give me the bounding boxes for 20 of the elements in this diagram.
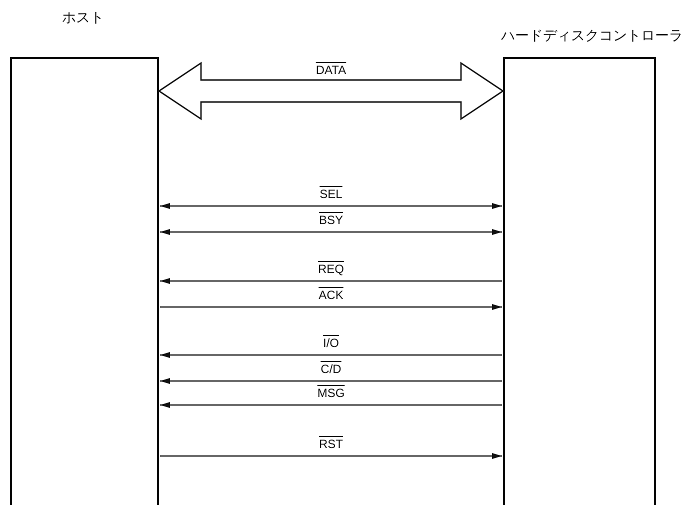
- signal-label: BSY: [319, 214, 343, 227]
- signal-arrow: [160, 378, 502, 384]
- signal-arrow: [160, 203, 502, 209]
- signal-label: ACK: [318, 289, 344, 302]
- signal-label: DATA: [316, 64, 346, 77]
- box-heading: ハードディスクコントローラ: [501, 27, 683, 45]
- signal-arrow: [160, 229, 502, 235]
- signal-label: SEL: [320, 188, 342, 201]
- signal-label: RST: [319, 438, 343, 451]
- signal-label: REQ: [318, 263, 344, 276]
- signal-arrow: [160, 278, 502, 284]
- signal-arrow: [160, 402, 502, 408]
- signal-arrow: [160, 304, 502, 310]
- bus-arrow: [158, 62, 504, 120]
- signal-label: C/D: [320, 363, 342, 376]
- signal-label: I/O: [323, 337, 339, 350]
- signal-arrow: [160, 453, 502, 459]
- signal-label: MSG: [317, 387, 345, 400]
- signal-arrow: [160, 352, 502, 358]
- box-heading: ホスト: [62, 9, 104, 27]
